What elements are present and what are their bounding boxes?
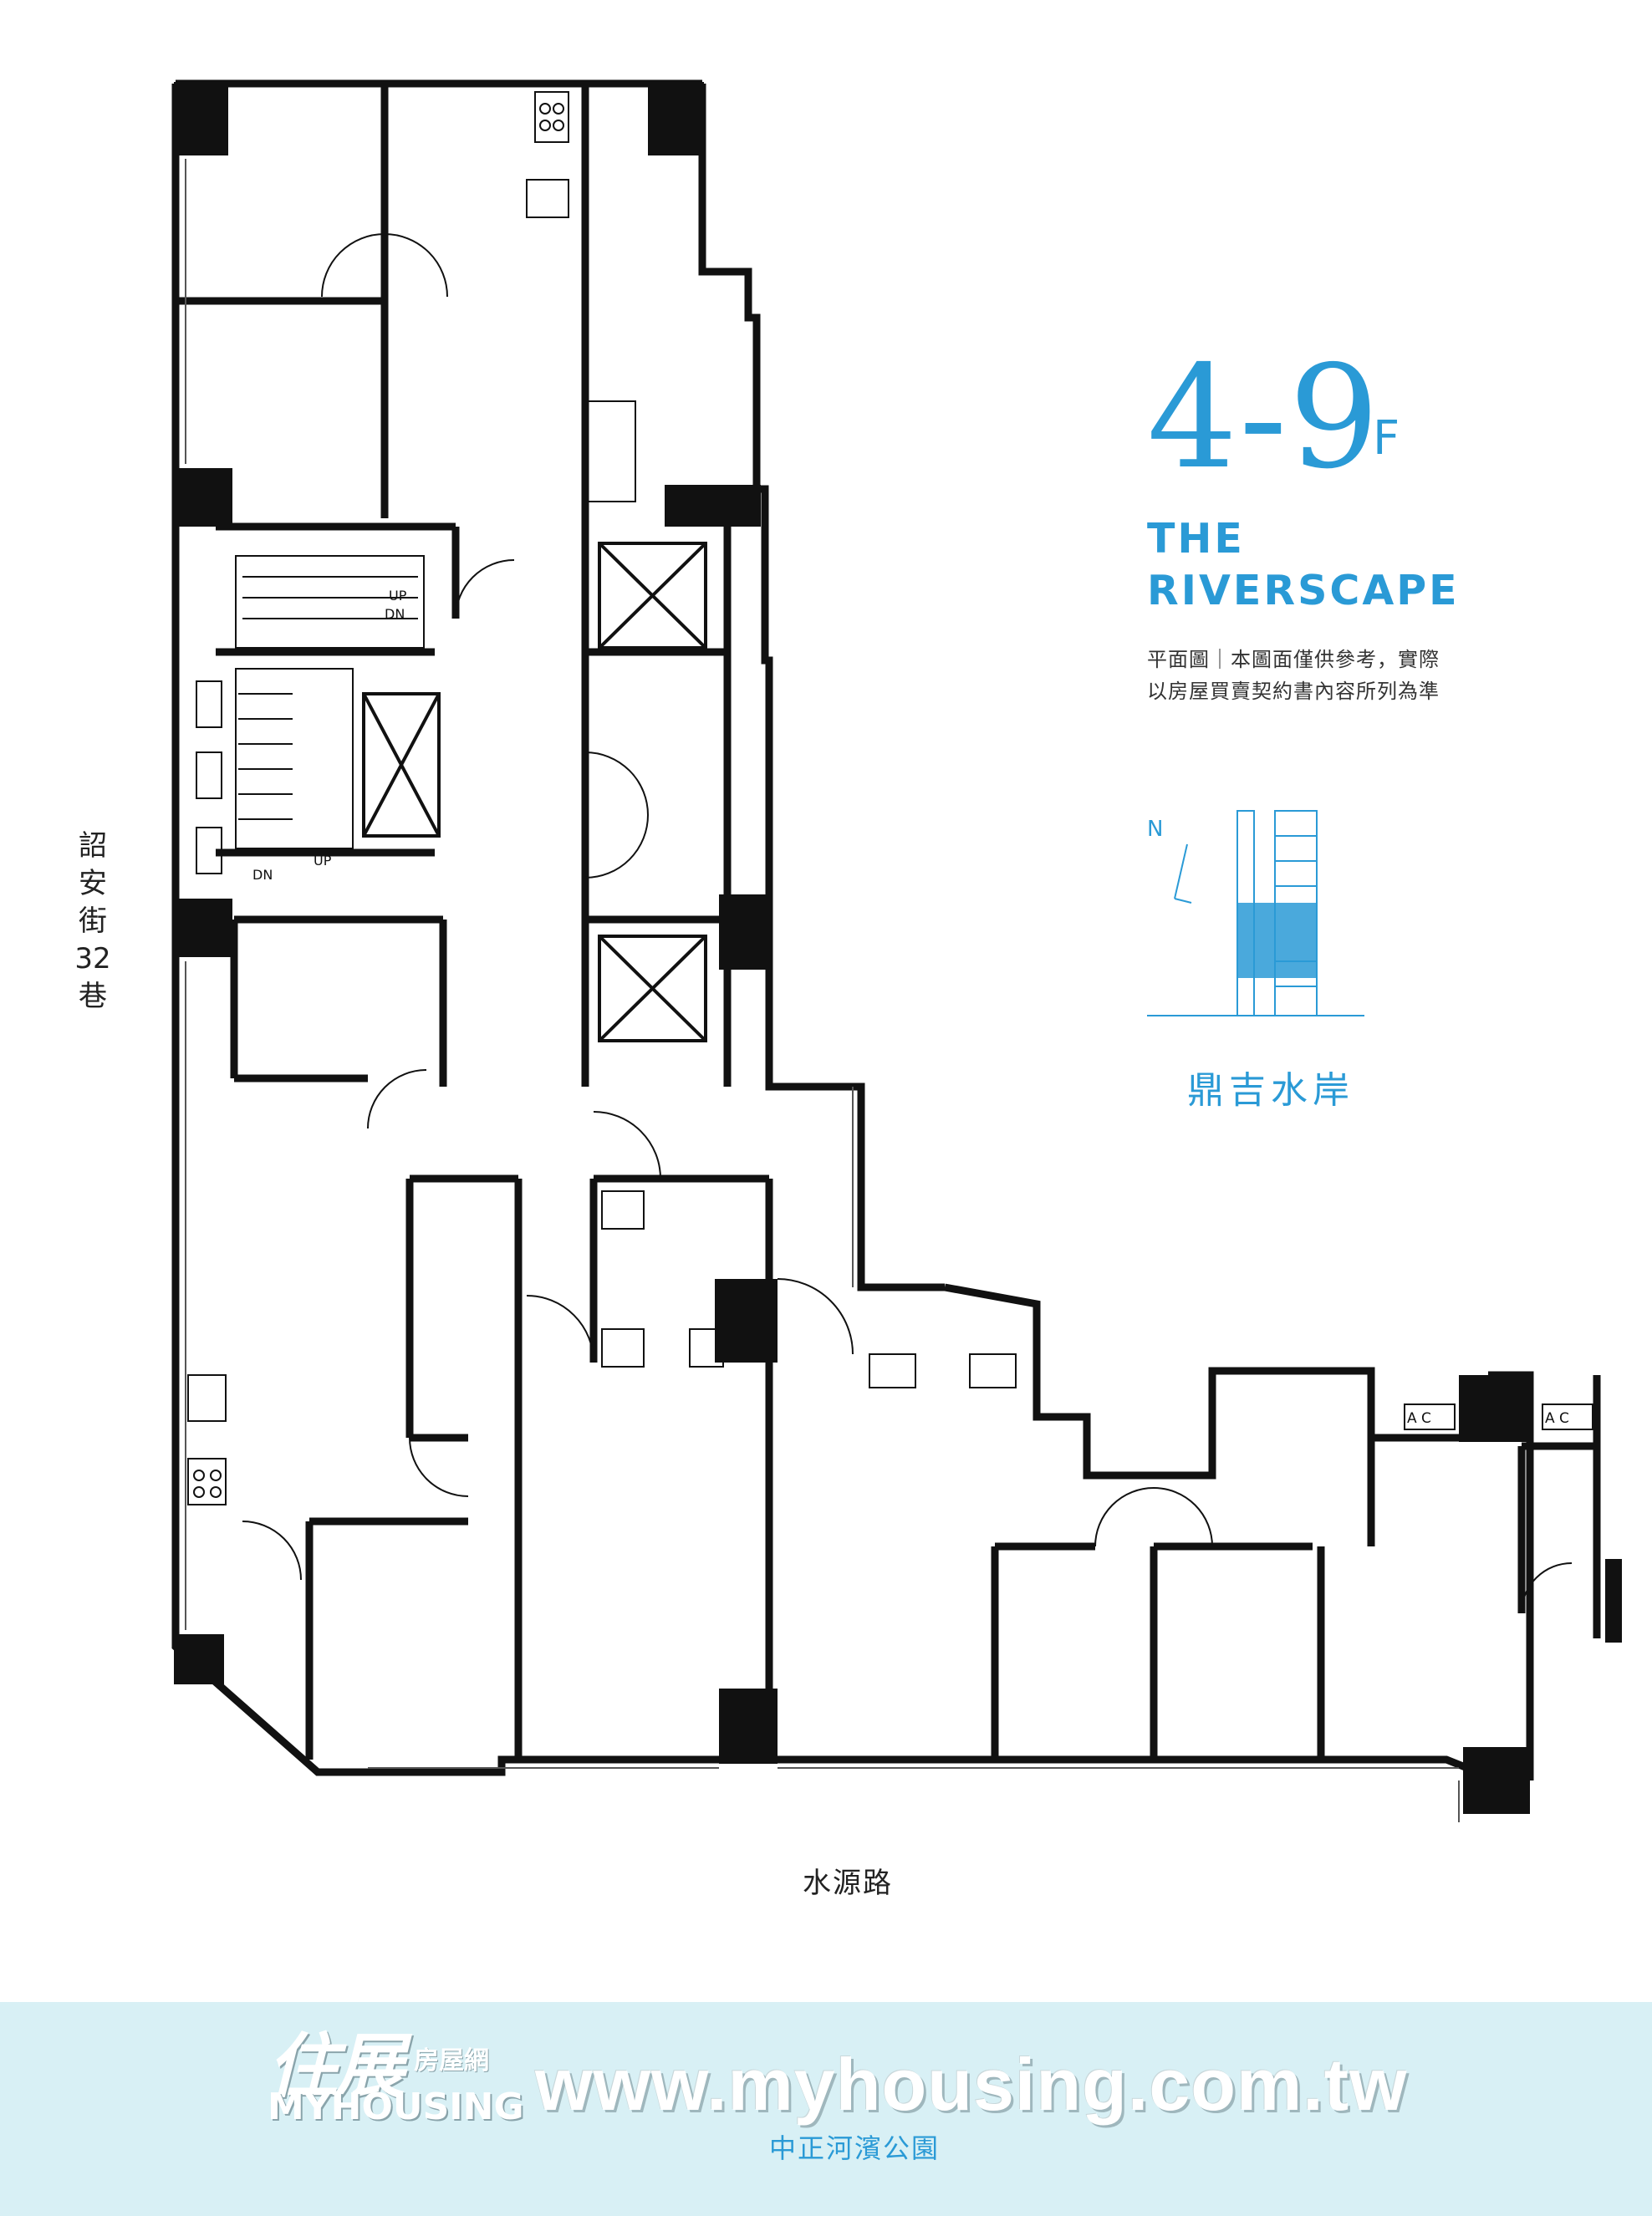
stair-up-upper: UP xyxy=(389,588,407,604)
structural-columns xyxy=(174,82,1622,1814)
stairwells xyxy=(235,555,425,849)
stair-up-lower: UP xyxy=(314,853,332,869)
outer-wall-east-step xyxy=(944,1283,1492,1480)
project-name-line2: RIVERSCAPE xyxy=(1147,567,1460,614)
floor-suffix: F xyxy=(1373,411,1400,466)
park-label: 中正河濱公園 xyxy=(769,2132,941,2164)
outer-wall-east-upper xyxy=(698,84,945,1291)
north-label: N xyxy=(1147,817,1163,842)
project-name-line1: THE xyxy=(1147,515,1245,563)
project-name: THE RIVERSCAPE xyxy=(1147,513,1460,617)
disclaimer-line2: 以房屋買賣契約書內容所列為準 xyxy=(1147,680,1440,703)
street-label-left: 詔安街32巷 xyxy=(74,829,111,1013)
disclaimer-line1: 平面圖｜本圖面僅供參考，實際 xyxy=(1147,648,1440,671)
watermark-url: www.myhousing.com.tw xyxy=(535,2043,1408,2126)
watermark-band xyxy=(0,2002,1652,2216)
elevators xyxy=(362,542,707,1042)
watermark-logo-sub: 房屋網 xyxy=(414,2046,489,2076)
disclaimer: 平面圖｜本圖面僅供參考，實際 以房屋買賣契約書內容所列為準 xyxy=(1147,644,1440,707)
door-swings xyxy=(242,233,1573,1614)
ac-units xyxy=(196,680,1593,1430)
site-name: 鼎吉水岸 xyxy=(1187,1069,1354,1112)
floor-number: 4-9 xyxy=(1147,335,1381,501)
compass-key-plan xyxy=(1147,810,1364,1016)
watermark-logo-cn: 住展 xyxy=(268,2025,405,2107)
fixtures xyxy=(187,91,1017,1505)
watermark-logo-en: MYHOUSING xyxy=(268,2086,524,2128)
stair-dn-upper: DN xyxy=(385,606,405,622)
windows xyxy=(185,159,1460,1822)
street-label-bottom: 水源路 xyxy=(803,1867,893,1900)
stair-dn-lower: DN xyxy=(252,867,273,883)
ac-label-1: A C xyxy=(1407,1410,1431,1427)
ac-label-2: A C xyxy=(1545,1410,1569,1427)
